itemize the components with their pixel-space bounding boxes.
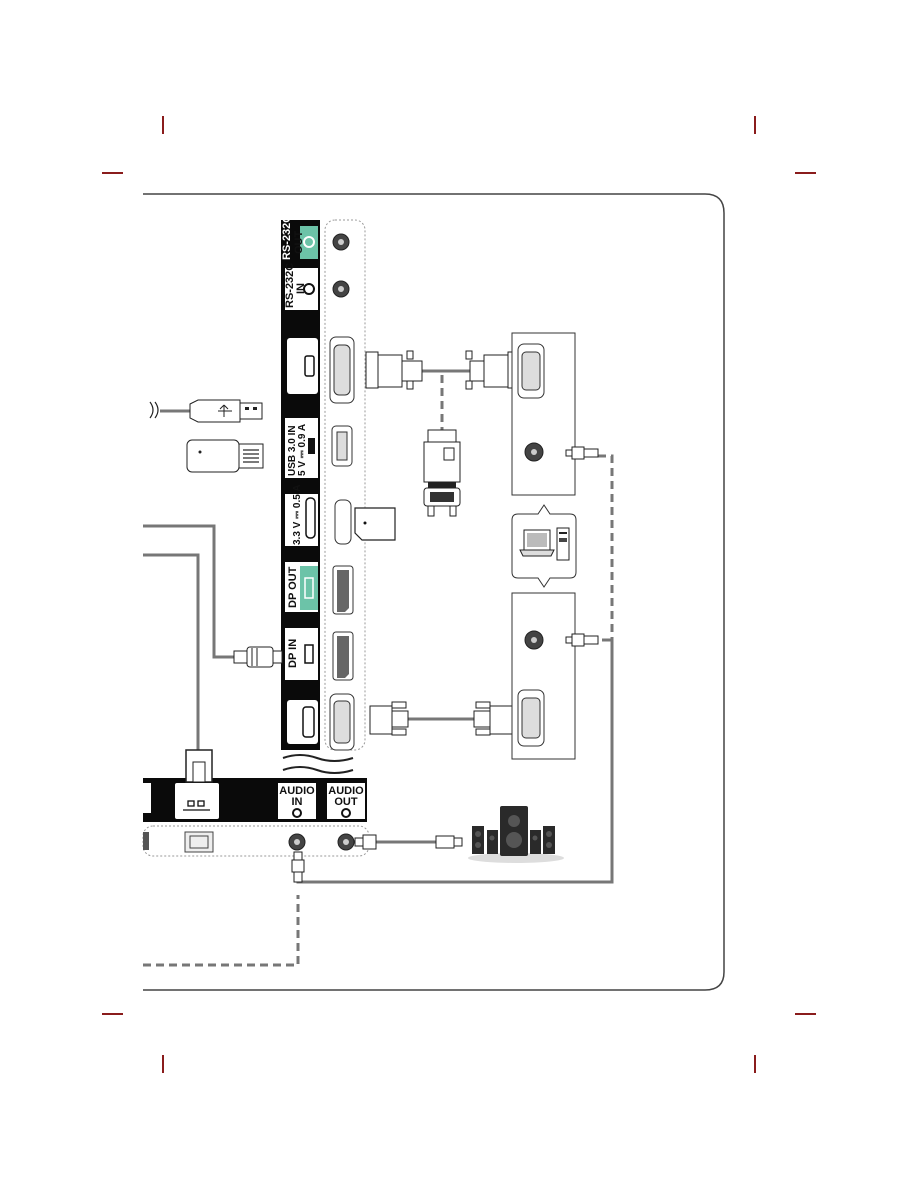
audio-out-label-2: OUT: [334, 796, 358, 808]
audio-plug-pc-bottom: [565, 633, 599, 647]
dvi-port: [287, 693, 355, 751]
rs232c-out-label-1: RS-232C: [281, 215, 293, 260]
pc-panel-top: [511, 332, 576, 496]
port-panel-outline: [324, 219, 366, 751]
rs232c-out-label-2: OUT: [293, 231, 305, 255]
desktop-pc-icon: [556, 527, 570, 561]
audio-plug-pc-top: [565, 446, 599, 460]
vga-plug-right: [465, 350, 519, 390]
diagram-frame: [143, 193, 725, 991]
break-lines: [282, 754, 354, 774]
usb-port: USB 3.0 IN 5 V ⎓ 0.9 A: [285, 418, 353, 478]
dp-plug-icon: [233, 646, 283, 668]
dp-in-port: DP IN: [285, 628, 354, 681]
audio-plug-audio-out: [354, 834, 377, 850]
lan-port: [143, 783, 219, 853]
vga-plug-left: [365, 350, 423, 390]
usb-plug-icon: [149, 399, 263, 423]
rs232c-in-label-2: IN: [295, 283, 307, 294]
computer-callout: [511, 504, 577, 588]
audio-in-label-1: AUDIO: [279, 785, 315, 797]
dp-in-label: DP IN: [287, 639, 299, 668]
crop-marks: [102, 116, 816, 1073]
audio-out-port: AUDIO OUT: [327, 783, 365, 851]
sd-card-icon: [354, 507, 396, 541]
lan-plug-icon: [185, 749, 213, 783]
sd-label: 3.3 V ⎓ 0.5 A: [292, 485, 303, 545]
dvi-plug-left: [369, 701, 409, 736]
usb-label-2: 5 V ⎓ 0.9 A: [297, 424, 308, 476]
speaker-system-icon: [468, 806, 564, 863]
rgb-port: [287, 336, 355, 404]
audio-out-label-1: AUDIO: [328, 785, 364, 797]
rs232c-in-port: RS-232C IN: [284, 263, 350, 310]
usb-stick-icon: [186, 439, 264, 473]
dashed-cables: [143, 375, 614, 967]
port-panel-horizontal-outline: [142, 825, 370, 857]
audio-in-port: AUDIO IN: [278, 783, 316, 851]
lan-icon: [183, 800, 210, 811]
dvi-plug-right: [473, 701, 515, 736]
pc-panel-bottom: [511, 592, 576, 760]
rs232c-in-label-1: RS-232C: [284, 263, 296, 308]
audio-in-label-2: IN: [292, 796, 303, 808]
dp-out-port: DP OUT: [285, 562, 354, 615]
audio-plug-audio-in: [291, 851, 305, 883]
vga-dvi-adapter: [423, 429, 461, 517]
laptop-icon: [519, 529, 555, 557]
sd-port: 3.3 V ⎓ 0.5 A: [285, 485, 352, 546]
rca-plug-speaker: [435, 835, 463, 849]
dp-out-label: DP OUT: [287, 566, 299, 608]
rs232c-out-port: RS-232C OUT: [281, 215, 350, 260]
usb-label-1: USB 3.0 IN: [287, 425, 298, 476]
